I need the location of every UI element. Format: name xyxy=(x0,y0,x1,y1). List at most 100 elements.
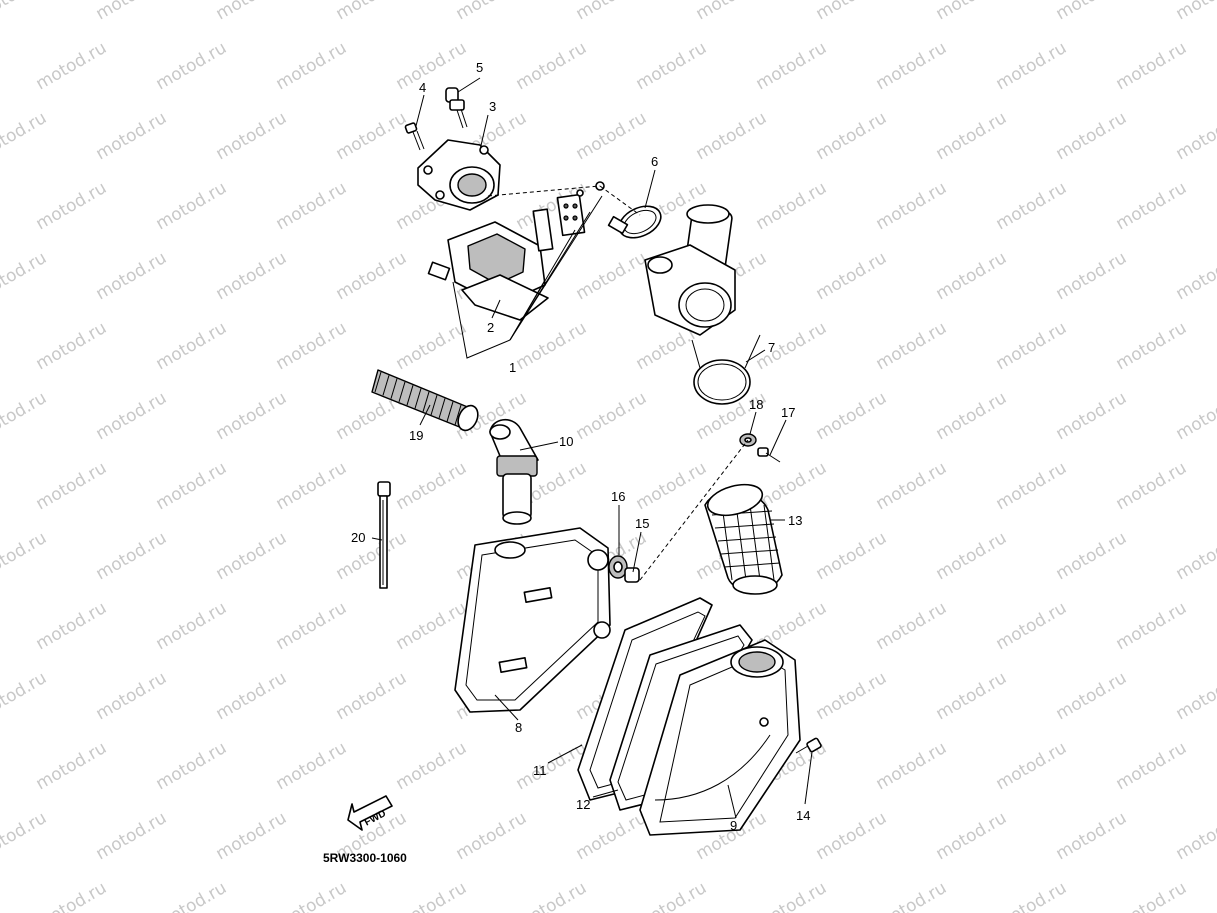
part-19-hose xyxy=(371,369,479,432)
watermark-text: motod.ru xyxy=(873,318,951,374)
watermark-text: motod.ru xyxy=(273,738,351,794)
watermark-text: motod.ru xyxy=(933,0,1011,24)
callout-14: 14 xyxy=(796,808,810,823)
watermark-text: motod.ru xyxy=(873,878,951,913)
callout-16: 16 xyxy=(611,489,625,504)
watermark-text: motod.ru xyxy=(993,878,1071,913)
watermark-text: motod.ru xyxy=(513,878,591,913)
part-6-clamp xyxy=(607,205,662,239)
watermark-text: motod.ru xyxy=(393,318,471,374)
watermark-text: motod.ru xyxy=(513,318,591,374)
watermark-text: motod.ru xyxy=(153,598,231,654)
watermark-text: motod.ru xyxy=(573,388,651,444)
watermark-text: motod.ru xyxy=(1173,388,1217,444)
part-15-bolt xyxy=(624,567,640,583)
watermark-text: motod.ru xyxy=(1173,0,1217,24)
watermark-text: motod.ru xyxy=(873,598,951,654)
watermark-text: motod.ru xyxy=(873,38,951,94)
part-13-joint xyxy=(704,483,783,595)
watermark-text: motod.ru xyxy=(753,318,831,374)
watermark-text: motod.ru xyxy=(993,178,1071,234)
watermark-text: motod.ru xyxy=(633,458,711,514)
watermark-text: motod.ru xyxy=(813,248,891,304)
watermark-text: motod.ru xyxy=(213,248,291,304)
watermark-text: motod.ru xyxy=(213,0,291,24)
watermark-text: motod.ru xyxy=(93,388,171,444)
watermark-text: motod.ru xyxy=(153,38,231,94)
watermark-text: motod.ru xyxy=(333,0,411,24)
watermark-text: motod.ru xyxy=(213,808,291,864)
callout-7: 7 xyxy=(768,340,775,355)
watermark-text: motod.ru xyxy=(993,38,1071,94)
watermark-text: motod.ru xyxy=(393,38,471,94)
watermark-text: motod.ru xyxy=(1173,668,1217,724)
watermark-text: motod.ru xyxy=(1173,808,1217,864)
watermark-text: motod.ru xyxy=(153,878,231,913)
watermark-text: motod.ru xyxy=(1113,38,1191,94)
callout-4: 4 xyxy=(419,80,426,95)
part-7-clip xyxy=(691,334,761,405)
watermark-text: motod.ru xyxy=(1053,248,1131,304)
callout-3: 3 xyxy=(489,99,496,114)
watermark-text: motod.ru xyxy=(213,108,291,164)
watermark-text: motod.ru xyxy=(0,248,50,304)
watermark-text: motod.ru xyxy=(813,668,891,724)
watermark-text: motod.ru xyxy=(873,178,951,234)
callout-2: 2 xyxy=(487,320,494,335)
watermark-text: motod.ru xyxy=(1113,178,1191,234)
watermark-text: motod.ru xyxy=(93,248,171,304)
watermark-text: motod.ru xyxy=(573,0,651,24)
watermark-text: motod.ru xyxy=(393,878,471,913)
watermark-text: motod.ru xyxy=(813,108,891,164)
watermark-text: motod.ru xyxy=(1053,528,1131,584)
watermark-text: motod.ru xyxy=(873,458,951,514)
watermark-text: motod.ru xyxy=(693,0,771,24)
watermark-text: motod.ru xyxy=(933,668,1011,724)
part-4-bolt xyxy=(404,122,425,151)
watermark-text: motod.ru xyxy=(633,878,711,913)
watermark-text: motod.ru xyxy=(0,668,50,724)
watermark-text: motod.ru xyxy=(1113,598,1191,654)
callout-labels: 1 2 3 4 5 6 7 8 9 10 11 12 13 14 15 16 1… xyxy=(351,60,810,833)
callout-13: 13 xyxy=(788,513,802,528)
watermark-text: motod.ru xyxy=(0,528,50,584)
part-20-cable-tie xyxy=(377,481,391,589)
callout-15: 15 xyxy=(635,516,649,531)
watermark-text: motod.ru xyxy=(33,178,111,234)
watermark-text: motod.ru xyxy=(633,38,711,94)
watermark-text: motod.ru xyxy=(1173,528,1217,584)
watermark-text: motod.ru xyxy=(753,178,831,234)
watermark-text: motod.ru xyxy=(213,668,291,724)
watermark-text: motod.ru xyxy=(33,878,111,913)
watermark-text: motod.ru xyxy=(933,528,1011,584)
watermark-text: motod.ru xyxy=(1113,318,1191,374)
watermark-text: motod.ru xyxy=(33,598,111,654)
part-16-collar xyxy=(608,555,628,579)
watermark-text: motod.ru xyxy=(813,808,891,864)
part-9-cap xyxy=(639,639,801,836)
watermark-text: motod.ru xyxy=(933,108,1011,164)
dashed-guide-lines xyxy=(487,185,749,581)
watermark-text: motod.ru xyxy=(1053,108,1131,164)
part-14-screw xyxy=(795,737,822,754)
callout-19: 19 xyxy=(409,428,423,443)
watermark-text: motod.ru xyxy=(1113,878,1191,913)
watermark-text: motod.ru xyxy=(453,0,531,24)
watermark-text: motod.ru xyxy=(1053,668,1131,724)
watermark-text: motod.ru xyxy=(333,248,411,304)
watermark-text: motod.ru xyxy=(33,38,111,94)
carburetor xyxy=(644,204,736,336)
watermark-text: motod.ru xyxy=(993,738,1071,794)
watermark-text: motod.ru xyxy=(93,0,171,24)
watermark-text: motod.ru xyxy=(1113,738,1191,794)
watermark-text: motod.ru xyxy=(1053,388,1131,444)
watermark-text: motod.ru xyxy=(153,318,231,374)
watermark-text: motod.ru xyxy=(93,668,171,724)
watermark-text: motod.ru xyxy=(513,38,591,94)
watermark-text: motod.ru xyxy=(1053,808,1131,864)
watermark-text: motod.ru xyxy=(213,388,291,444)
watermark-text: motod.ru xyxy=(0,0,50,24)
watermark-text: motod.ru xyxy=(393,458,471,514)
watermark-text: motod.ru xyxy=(933,248,1011,304)
watermark-text: motod.ru xyxy=(693,108,771,164)
